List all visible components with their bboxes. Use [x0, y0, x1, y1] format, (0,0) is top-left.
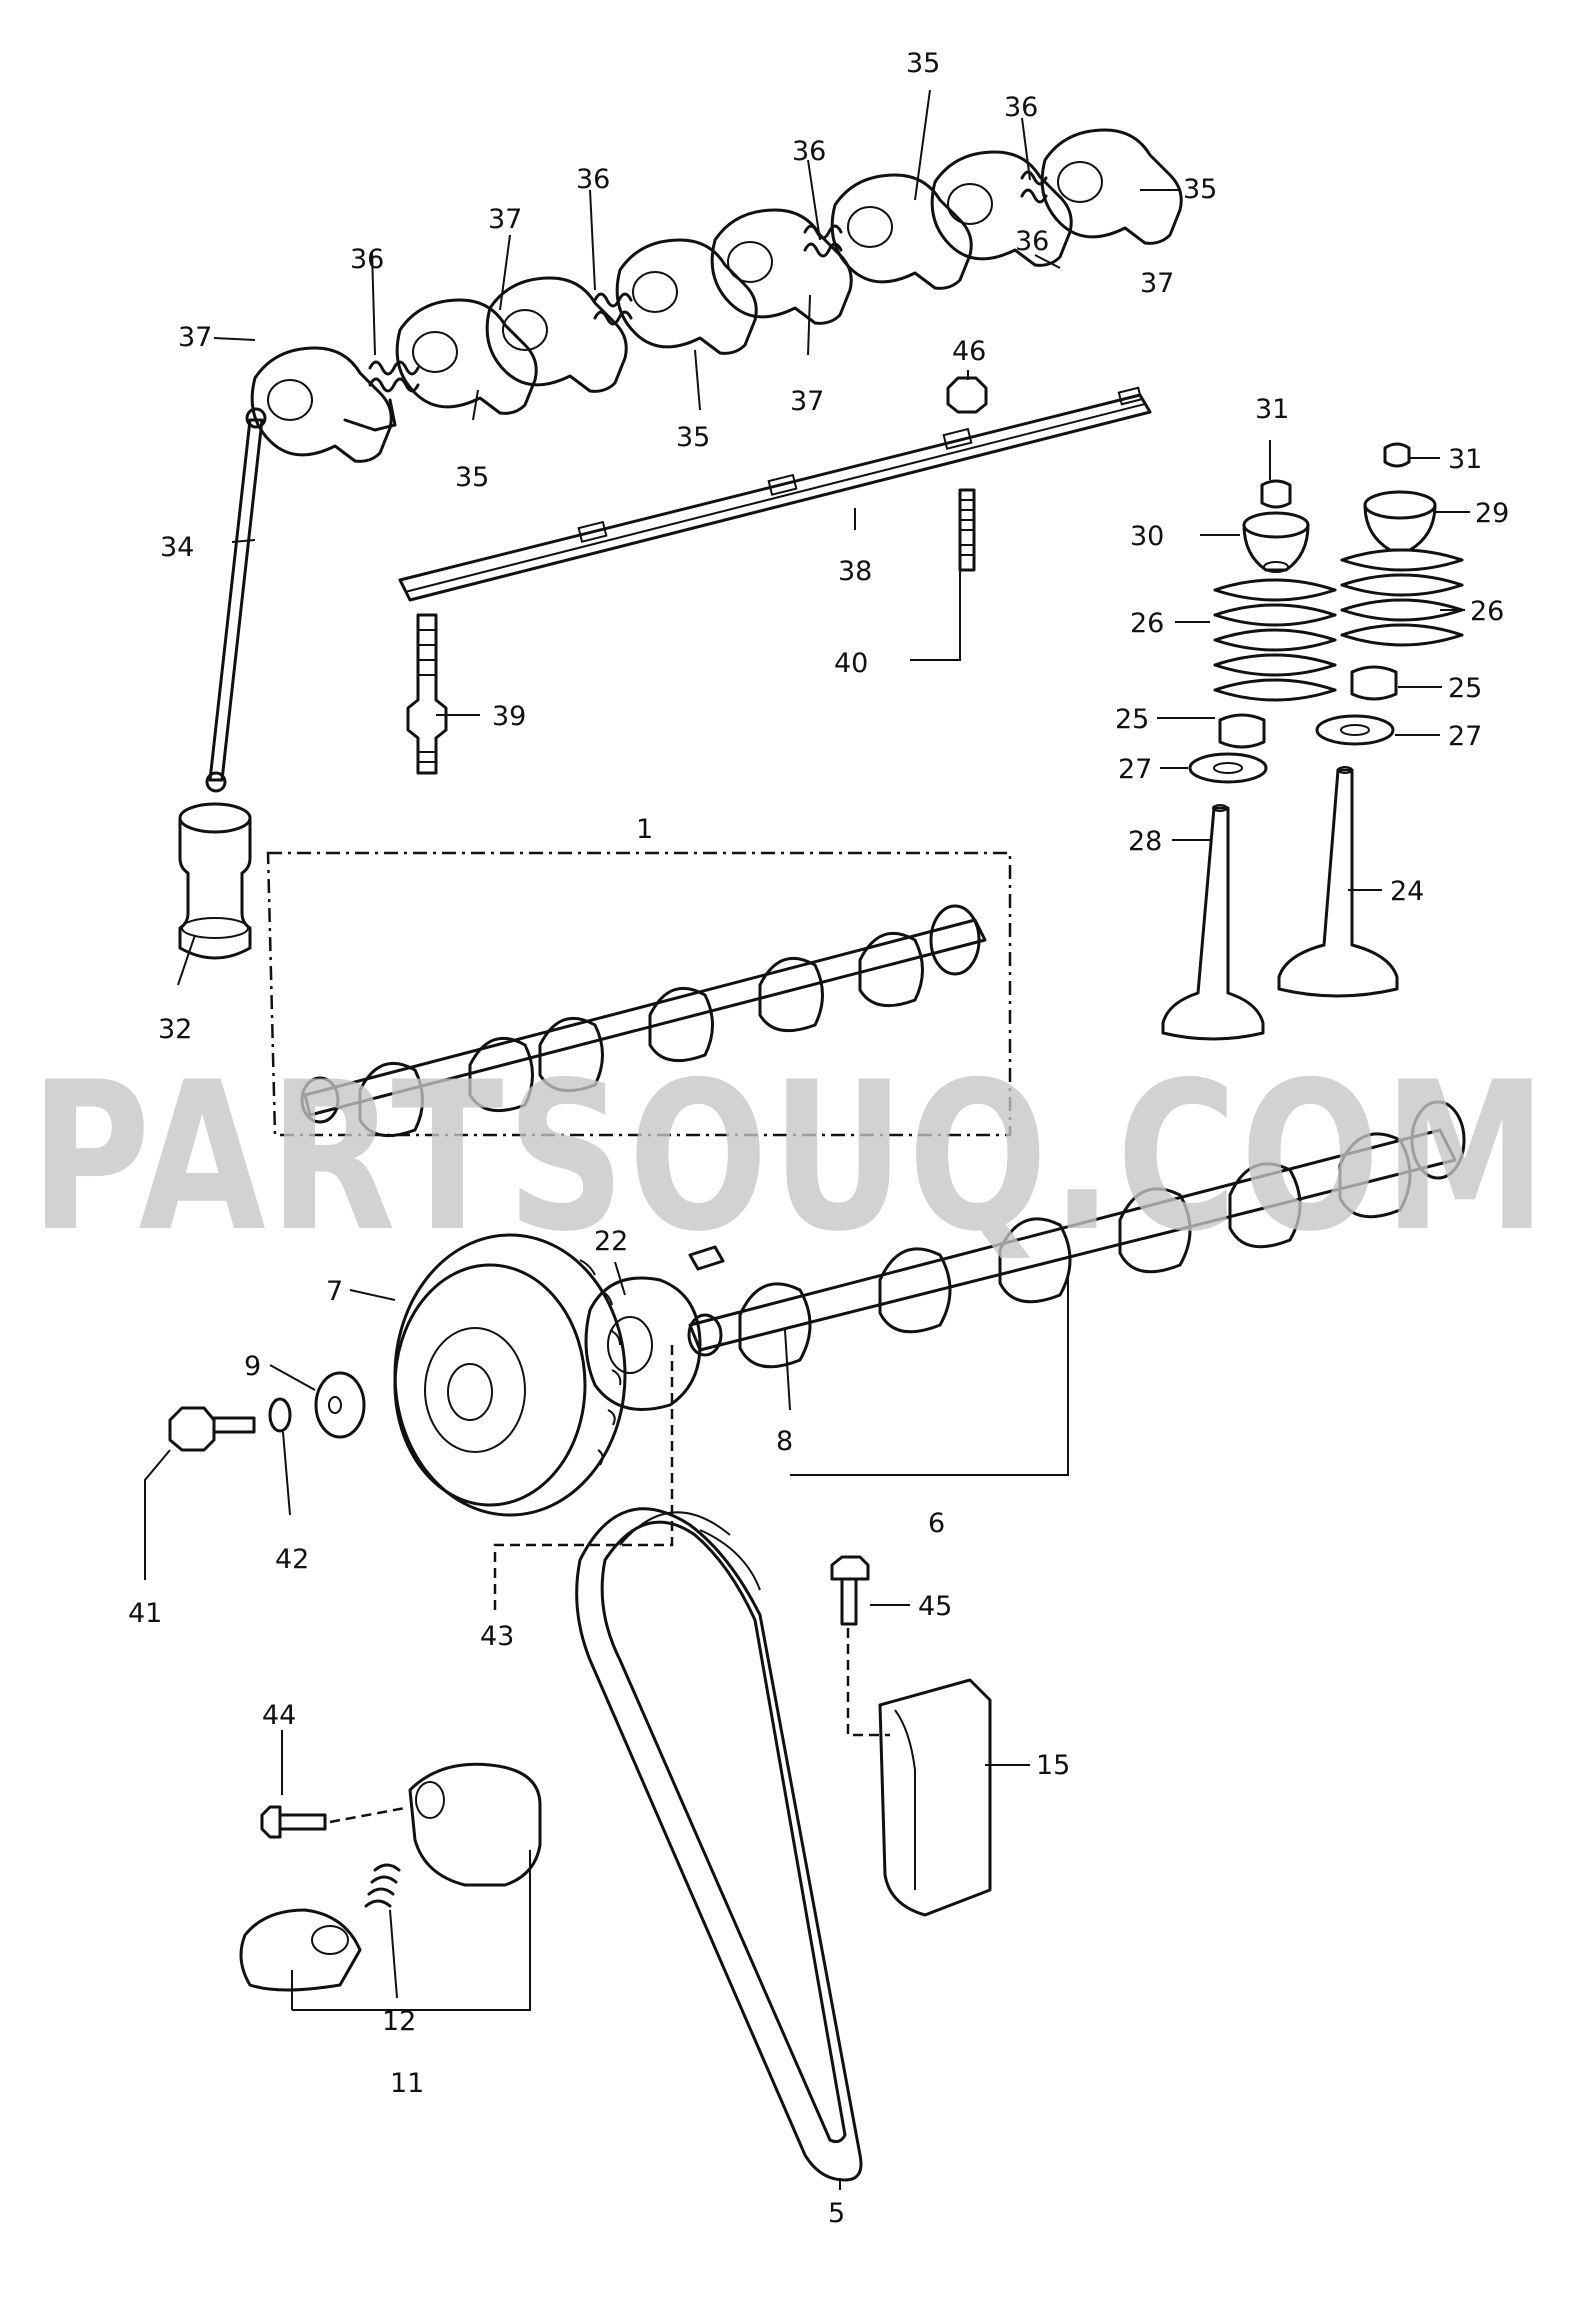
callout-26-left: 26: [1130, 608, 1164, 639]
rocker-arm-5: [710, 208, 853, 325]
callout-38: 38: [838, 556, 872, 587]
callout-25-left: 25: [1115, 704, 1149, 735]
callout-36-upper-mid: 36: [792, 136, 826, 167]
spring-seat-27-left: [1188, 752, 1268, 784]
timing-chain-5: [575, 1507, 863, 2182]
rocker-arm-2: [395, 298, 538, 415]
callout-35-right: 35: [1183, 174, 1217, 205]
callout-6: 6: [928, 1508, 945, 1539]
rocker-arm-1: [250, 346, 397, 463]
camshaft-6: [687, 1100, 1466, 1369]
tensioner-shoe: [239, 1908, 362, 1992]
callout-7: 7: [326, 1276, 343, 1307]
callout-34: 34: [160, 532, 194, 563]
callout-12: 12: [382, 2006, 416, 2037]
callout-27-right: 27: [1448, 721, 1482, 752]
callout-46: 46: [952, 336, 986, 367]
callout-43: 43: [480, 1621, 514, 1652]
watermark: PARTSOUQ.COM: [30, 1039, 1550, 1277]
callout-31-right: 31: [1448, 444, 1482, 475]
callout-32: 32: [158, 1014, 192, 1045]
callout-35-lower-mid: 35: [676, 422, 710, 453]
cam-sprocket-7: [393, 1233, 627, 1517]
stud-40: [958, 488, 976, 572]
valve-seal-25-right: [1350, 665, 1398, 701]
callout-36-left: 36: [350, 244, 384, 275]
callout-26-right: 26: [1470, 596, 1504, 627]
callout-27-left: 27: [1118, 754, 1152, 785]
callout-37-left: 37: [178, 322, 212, 353]
callout-22: 22: [594, 1226, 628, 1257]
washer-9: [314, 1371, 366, 1439]
thrust-plate-22: [584, 1276, 702, 1411]
callout-24: 24: [1390, 876, 1424, 907]
callout-11: 11: [390, 2068, 424, 2099]
callout-5: 5: [828, 2198, 845, 2229]
valve-spring-26-right: [1340, 548, 1464, 647]
valve-seal-25-left: [1218, 713, 1266, 749]
callout-35-lower-left: 35: [455, 462, 489, 493]
valve-keeper-31-left: [1260, 479, 1292, 509]
callout-31-left: 31: [1255, 394, 1289, 425]
rocker-arm-3: [485, 276, 628, 393]
callout-35-top: 35: [906, 48, 940, 79]
bolt-41: [168, 1406, 256, 1452]
callout-45: 45: [918, 1591, 952, 1622]
callout-36-mid: 36: [576, 164, 610, 195]
callout-9: 9: [244, 1351, 261, 1382]
bolt-39: [406, 613, 448, 775]
callout-37-right: 37: [1140, 268, 1174, 299]
callout-25-right: 25: [1448, 673, 1482, 704]
intake-valve-24: [1277, 766, 1399, 998]
tensioner-spring-12: [364, 1863, 401, 1908]
callout-36-top-right: 36: [1004, 92, 1038, 123]
bolt-44: [260, 1805, 327, 1839]
rocker-arm-7: [930, 150, 1073, 267]
spring-seat-27-right: [1315, 714, 1395, 746]
exhaust-valve-28: [1161, 804, 1265, 1041]
rocker-shaft: [398, 386, 1152, 602]
callout-44: 44: [262, 1700, 296, 1731]
callout-15: 15: [1036, 1750, 1070, 1781]
lock-washer-42: [268, 1397, 292, 1433]
rocker-spring-1: [368, 360, 420, 393]
callout-1: 1: [636, 814, 653, 845]
callout-36-shaft: 36: [1015, 226, 1049, 257]
callout-41: 41: [128, 1598, 162, 1629]
rocker-spring-2: [593, 292, 633, 326]
rocker-arm-6: [830, 173, 973, 290]
callout-39: 39: [492, 701, 526, 732]
tensioner-body: [408, 1762, 542, 1887]
bolt-45: [830, 1555, 870, 1626]
callout-29: 29: [1475, 498, 1509, 529]
callout-42: 42: [275, 1544, 309, 1575]
rocker-arm-4: [615, 238, 758, 355]
callout-37-lower-mid: 37: [790, 386, 824, 417]
rocker-arm-row: [250, 128, 1183, 463]
callout-40: 40: [834, 648, 868, 679]
assembly-box-1: [266, 851, 1012, 1137]
hydraulic-lifter: [178, 802, 252, 960]
valve-spring-26-left: [1213, 578, 1337, 702]
leader-lines: [144, 89, 1470, 2190]
callout-37-upper-left: 37: [488, 204, 522, 235]
camshaft-1: [300, 904, 987, 1138]
callout-labels: 35 36 35 36 36 37 37 36 36 37 35 37 35 4…: [128, 48, 1509, 2229]
callout-30: 30: [1130, 521, 1164, 552]
nut-46: [946, 376, 988, 414]
push-rod: [205, 407, 267, 793]
valve-keeper-31-right: [1383, 442, 1411, 468]
rocker-arm-8: [1040, 128, 1183, 245]
callout-28: 28: [1128, 826, 1162, 857]
spring-retainer-29: [1363, 490, 1437, 552]
spring-retainer-30: [1242, 511, 1310, 573]
callout-8: 8: [776, 1426, 793, 1457]
chain-guide-15: [878, 1678, 992, 1917]
